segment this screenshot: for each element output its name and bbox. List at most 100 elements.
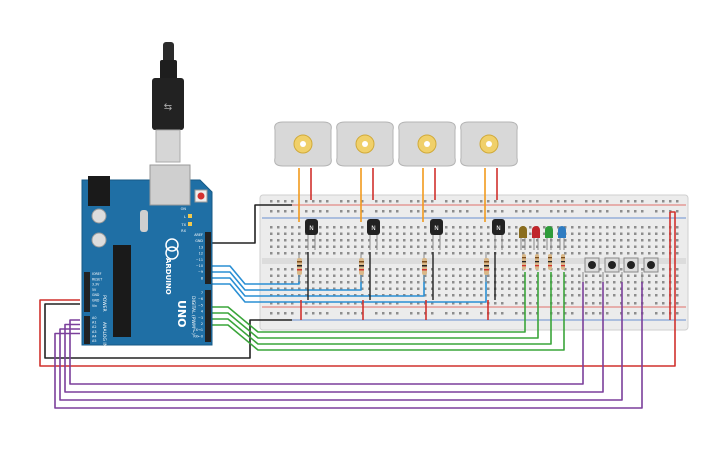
- transistor-label: N: [309, 225, 314, 232]
- led: [519, 226, 527, 250]
- dc-motor: [460, 121, 518, 222]
- arduino-board: UNO ARDUINO POWER ANALOG IN DIGITAL (PWM…: [81, 164, 213, 347]
- push-button[interactable]: [602, 257, 620, 282]
- svg-text:⇆: ⇆: [164, 102, 172, 113]
- led-tx: [188, 222, 192, 226]
- power-header: [84, 272, 90, 312]
- capacitor-2: [91, 232, 107, 248]
- npn-transistor: N: [492, 219, 505, 250]
- resistor: [548, 254, 552, 270]
- atmega-chip: [113, 245, 131, 337]
- resistor: [535, 254, 539, 270]
- digital-pin-label: ~10: [196, 264, 203, 268]
- digital-pin-label: ~11: [196, 258, 203, 262]
- usb-cable: ⇆: [152, 42, 184, 163]
- digital-pin-label: 12: [199, 252, 203, 256]
- analog-header: [84, 316, 90, 344]
- wire-base-2: [212, 270, 362, 291]
- wire-led-3: [212, 272, 552, 345]
- digital-pin-label: 8: [201, 276, 203, 280]
- digital-pin-label: ~9: [198, 270, 203, 274]
- analog-pin-label: A1: [92, 321, 96, 325]
- board-led-label: L: [184, 215, 186, 219]
- resistor: [522, 254, 526, 270]
- npn-transistor: N: [367, 219, 380, 250]
- power-pin-label: GND: [92, 299, 100, 303]
- led: [558, 226, 566, 250]
- resistor: [561, 254, 565, 270]
- resistor: [422, 252, 427, 282]
- resistor: [359, 252, 364, 282]
- arduino-logo: [165, 238, 179, 252]
- digital-pin-label: ~3: [198, 316, 203, 320]
- digital-pin-label: 2: [201, 322, 203, 326]
- motors: [274, 121, 518, 222]
- wire-button-4: [54, 282, 643, 409]
- digital-pin-label: ~6: [198, 297, 203, 301]
- wire-gnd-top: [212, 204, 292, 244]
- board-led-label: ON: [181, 207, 187, 211]
- analog-pin-label: A3: [92, 330, 96, 334]
- usb-port: [149, 164, 191, 206]
- analog-label: ANALOG IN: [101, 322, 107, 347]
- power-label: POWER: [101, 295, 107, 312]
- analog-pin-label: A4: [92, 334, 96, 338]
- wire-led-4: [212, 272, 565, 351]
- board-brand: ARDUINO: [164, 258, 172, 295]
- transistor-label: N: [434, 225, 439, 232]
- power-pin-label: 3.3V: [92, 283, 100, 287]
- power-pin-label: IOREF: [92, 272, 102, 276]
- led: [545, 226, 553, 250]
- digital-header-bottom: [205, 290, 211, 342]
- digital-pin-label: GND: [195, 239, 203, 243]
- wire-base-3: [212, 270, 425, 297]
- digital-pin-label: 13: [199, 245, 203, 249]
- wire-base-4: [212, 270, 487, 303]
- power-pin-label: 5V: [92, 288, 97, 292]
- power-pin-label: Vin: [92, 304, 97, 308]
- wires: [39, 204, 676, 409]
- transistor-label: N: [371, 225, 376, 232]
- wire-led-1: [212, 272, 526, 333]
- crystal: [140, 210, 148, 232]
- led-l: [188, 214, 192, 218]
- digital-pin-label: 7: [201, 291, 203, 295]
- analog-pin-label: A0: [92, 316, 96, 320]
- reset-button-cap[interactable]: [197, 192, 205, 200]
- wire-5v: [39, 211, 676, 367]
- wire-gnd-bottom: [44, 303, 292, 359]
- power-jack: [88, 176, 110, 206]
- digital-pin-label: 4: [201, 310, 203, 314]
- board-model: UNO: [175, 300, 188, 328]
- npn-transistor: N: [430, 219, 443, 250]
- digital-label: DIGITAL (PWM ~): [190, 296, 196, 335]
- board-led-label: RX: [181, 229, 186, 233]
- wire-button-3: [59, 282, 623, 401]
- digital-header-top: [205, 232, 211, 284]
- digital-pin-label: TX→1: [193, 328, 203, 332]
- resistor: [484, 252, 489, 282]
- resistor: [297, 252, 302, 282]
- push-button[interactable]: [641, 257, 659, 282]
- analog-pin-label: A5: [92, 339, 96, 343]
- power-pin-label: GND: [92, 293, 100, 297]
- dc-motor: [398, 121, 456, 222]
- digital-pin-label: ~5: [198, 303, 203, 307]
- capacitor-1: [91, 208, 107, 224]
- dc-motor: [336, 121, 394, 222]
- led: [532, 226, 540, 250]
- npn-transistor: N: [305, 219, 318, 250]
- board-pin-labels: IOREFRESET3.3V5VGNDGNDVinA0A1A2A3A4A5ARE…: [92, 207, 203, 343]
- power-pin-label: RESET: [92, 277, 102, 281]
- wire-button-2: [64, 282, 604, 393]
- board-led-label: TX: [180, 223, 186, 227]
- digital-pin-label: AREF: [194, 233, 203, 237]
- wire-button-1: [69, 282, 584, 385]
- dc-motor: [274, 121, 332, 222]
- push-button[interactable]: [621, 257, 639, 282]
- transistor-label: N: [496, 225, 501, 232]
- push-button[interactable]: [582, 257, 600, 282]
- analog-pin-label: A2: [92, 325, 96, 329]
